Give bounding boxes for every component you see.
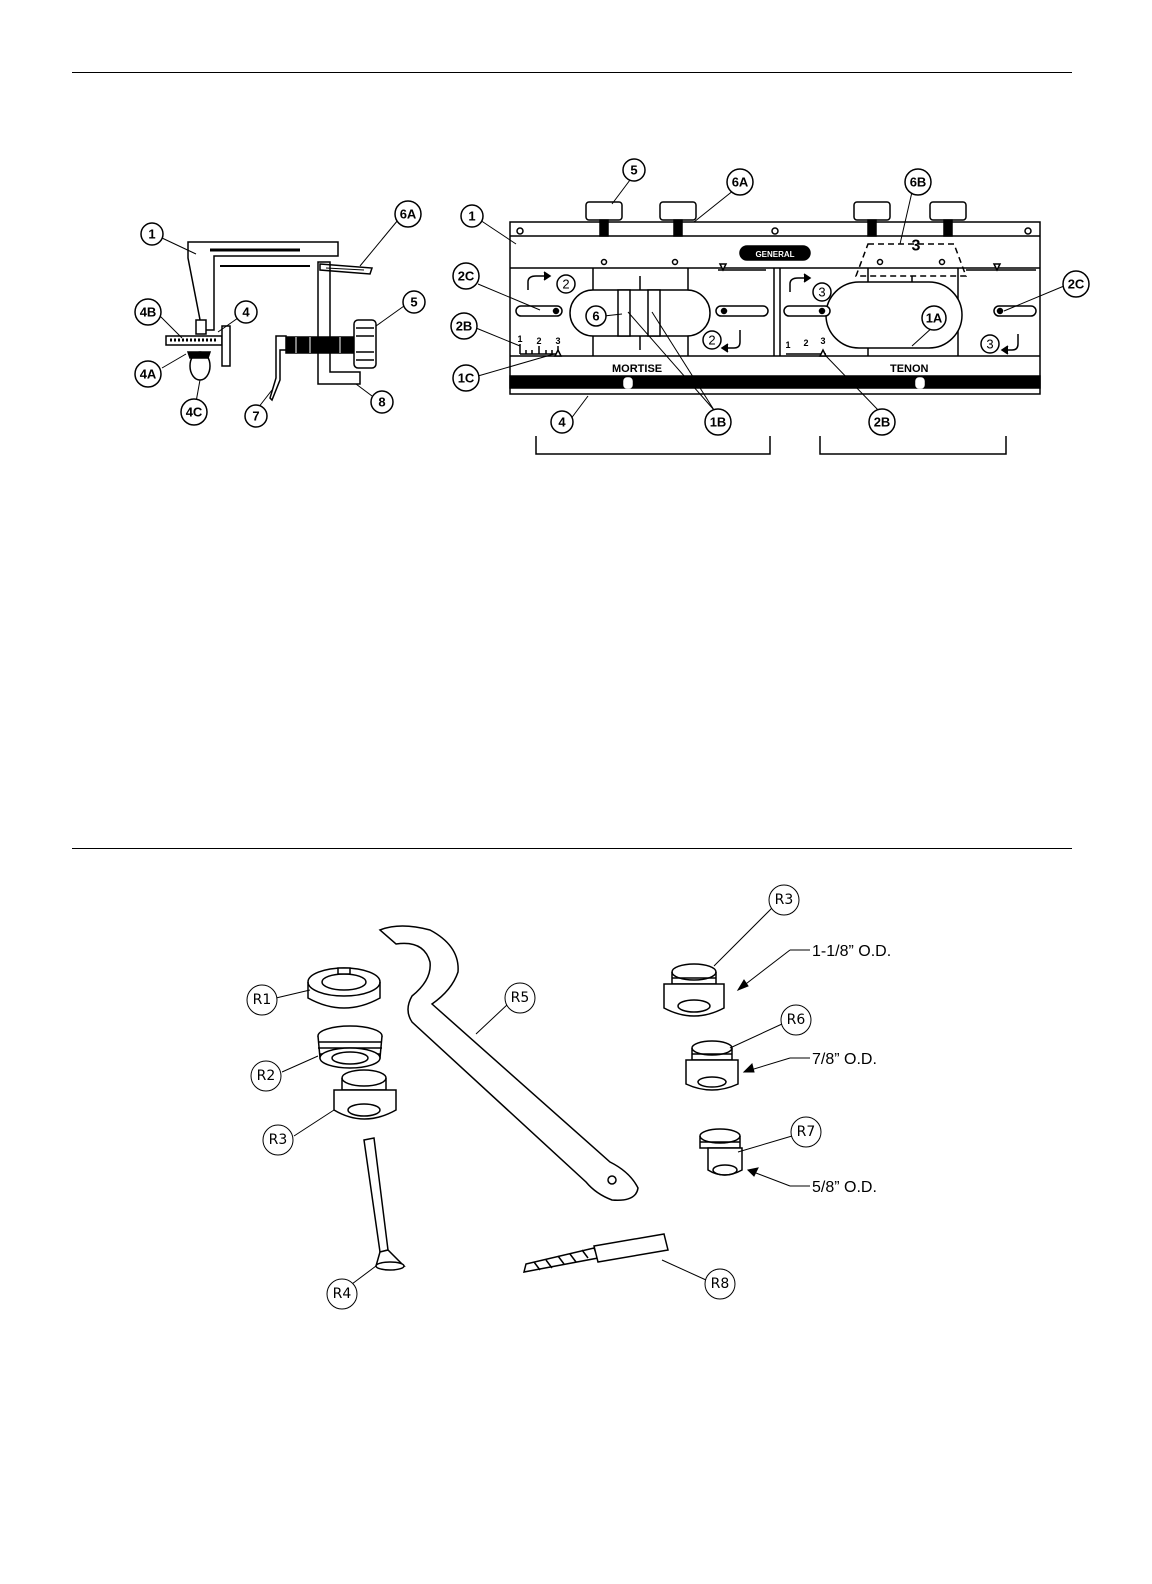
svg-text:R5: R5 (511, 990, 530, 1006)
callout-r3-right: R3 (769, 885, 799, 915)
callout-r2: R2 (251, 1061, 281, 1091)
svg-text:2: 2 (708, 333, 715, 348)
svg-text:4: 4 (558, 415, 566, 430)
mortise-label: MORTISE (612, 363, 662, 375)
svg-text:R7: R7 (797, 1124, 816, 1140)
front-view-drawing (510, 202, 1040, 454)
callout-3-left: 3 (813, 283, 831, 301)
callout-r4: R4 (327, 1279, 357, 1309)
svg-text:2C: 2C (458, 269, 475, 284)
svg-text:3: 3 (555, 336, 560, 346)
callout-r6: R6 (781, 1005, 811, 1035)
svg-text:5: 5 (410, 295, 417, 310)
svg-text:R6: R6 (787, 1012, 806, 1028)
guide-bushing-r7 (700, 1129, 742, 1175)
od-label-7-8: 7/8” O.D. (812, 1051, 877, 1068)
callout-6a-front: 6A (727, 169, 753, 195)
callout-1-front: 1 (461, 205, 483, 227)
callout-7: 7 (245, 405, 267, 427)
svg-text:2: 2 (803, 338, 808, 348)
callout-5-front: 5 (623, 159, 645, 181)
svg-text:R1: R1 (253, 992, 272, 1008)
svg-text:2: 2 (536, 336, 541, 346)
callout-4c: 4C (181, 399, 207, 425)
callout-2-right: 2 (703, 331, 721, 349)
tenon-label: TENON (890, 363, 929, 375)
parts-drawing (308, 926, 742, 1272)
callout-r3-left: R3 (263, 1125, 293, 1155)
svg-text:4: 4 (242, 305, 250, 320)
svg-text:R2: R2 (257, 1068, 276, 1084)
callout-1c: 1C (453, 365, 479, 391)
callout-3-right: 3 (981, 335, 999, 353)
svg-text:1A: 1A (926, 311, 943, 326)
guide-bushing-r3-left (334, 1070, 396, 1119)
od-label-5-8: 5/8” O.D. (812, 1179, 877, 1196)
svg-text:6A: 6A (732, 175, 749, 190)
svg-text:1C: 1C (458, 371, 475, 386)
callout-1b: 1B (705, 409, 731, 435)
svg-text:R8: R8 (711, 1276, 730, 1292)
ring-nut-r1 (308, 968, 380, 1008)
svg-text:3: 3 (986, 337, 993, 352)
svg-text:7: 7 (252, 409, 259, 424)
callout-2b-left: 2B (451, 313, 477, 339)
svg-text:1: 1 (148, 227, 155, 242)
callout-2c-right: 2C (1063, 271, 1089, 297)
callout-1-side: 1 (141, 223, 163, 245)
callout-r1: R1 (247, 985, 277, 1015)
callout-6: 6 (586, 306, 606, 326)
svg-text:6A: 6A (400, 207, 417, 222)
spanner-wrench-r5 (380, 926, 638, 1200)
svg-text:2B: 2B (874, 415, 891, 430)
guide-bushing-r3-right (664, 964, 724, 1016)
svg-text:3: 3 (820, 336, 825, 346)
callout-3-template: 3 (912, 238, 921, 255)
threaded-bushing-r2 (318, 1026, 382, 1068)
svg-text:R3: R3 (775, 892, 794, 908)
callout-2-left: 2 (557, 275, 575, 293)
svg-text:3: 3 (912, 238, 921, 255)
drill-bit-r8 (524, 1234, 668, 1272)
side-view-drawing (166, 242, 376, 400)
svg-text:3: 3 (818, 285, 825, 300)
callout-r5: R5 (505, 983, 535, 1013)
callout-8: 8 (371, 391, 393, 413)
svg-text:4B: 4B (140, 305, 157, 320)
callout-2b-right: 2B (869, 409, 895, 435)
svg-text:1: 1 (517, 334, 522, 344)
callout-6b: 6B (905, 169, 931, 195)
callout-4: 4 (235, 301, 257, 323)
callout-r8: R8 (705, 1269, 735, 1299)
od-label-1-1-8: 1-1/8” O.D. (812, 943, 891, 960)
svg-text:6: 6 (592, 309, 599, 324)
callout-5-side: 5 (403, 291, 425, 313)
svg-text:R3: R3 (269, 1132, 288, 1148)
svg-text:6B: 6B (910, 175, 927, 190)
svg-text:2B: 2B (456, 319, 473, 334)
callout-r7: R7 (791, 1117, 821, 1147)
callout-4b: 4B (135, 299, 161, 325)
svg-text:8: 8 (378, 395, 385, 410)
svg-text:1B: 1B (710, 415, 727, 430)
svg-text:5: 5 (630, 163, 637, 178)
svg-text:1: 1 (785, 340, 790, 350)
svg-text:2: 2 (562, 277, 569, 292)
brand-label: GENERAL (755, 250, 794, 259)
callout-1a: 1A (922, 306, 946, 330)
callout-4-front: 4 (551, 411, 573, 433)
svg-text:4A: 4A (140, 367, 157, 382)
svg-text:2C: 2C (1068, 277, 1085, 292)
callout-2c-left: 2C (453, 263, 479, 289)
svg-text:R4: R4 (333, 1286, 352, 1302)
centering-pin-r4 (364, 1138, 404, 1270)
svg-text:1: 1 (468, 209, 475, 224)
callout-4a: 4A (135, 361, 161, 387)
callout-6a-side: 6A (395, 201, 421, 227)
svg-text:4C: 4C (186, 405, 203, 420)
